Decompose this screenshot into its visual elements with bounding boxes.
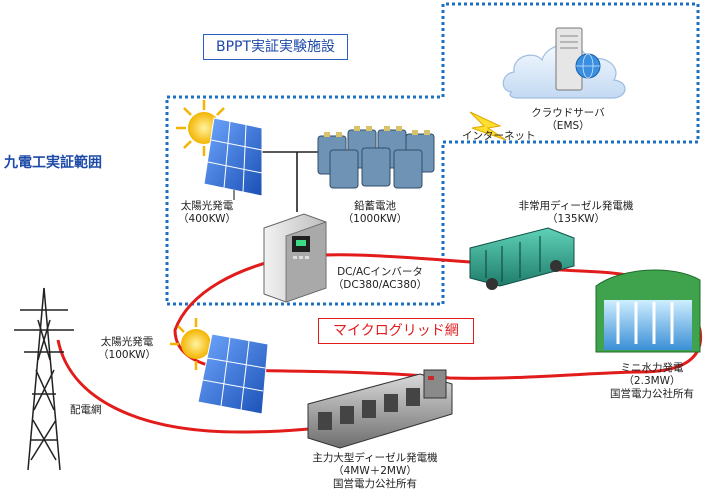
battery-bank-icon <box>317 126 435 189</box>
hydro-dam-icon <box>595 269 701 353</box>
emergency-diesel-icon <box>469 227 575 290</box>
main-diesel-label: 主力大型ディーゼル発電機 （4MW＋2MW） 国営電力公社所有 <box>312 452 438 490</box>
cloud-server-icon <box>502 27 626 99</box>
scope-boundary <box>165 2 700 306</box>
lightning-icon <box>469 111 507 141</box>
emergency-diesel-label: 非常用ディーゼル発電機 （135KW） <box>518 200 634 225</box>
solar-panel-small <box>197 333 269 415</box>
hydro-label: ミニ水力発電 （2.3MW） 国営電力公社所有 <box>610 362 694 400</box>
microgrid-label: マイクログリッド網 <box>318 318 474 344</box>
scope-label: 九電工実証範囲 <box>4 155 102 171</box>
inverter-icon <box>263 213 327 303</box>
solar-small-label: 太陽光発電 （100KW） <box>98 336 156 361</box>
battery-label: 鉛蓄電池 （1000KW） <box>342 200 408 225</box>
facility-title: BPPT実証実験施設 <box>203 34 349 60</box>
grid-label: 配電網 <box>70 404 102 416</box>
internet-label: インターネット <box>462 130 536 142</box>
dc-bus <box>260 151 318 212</box>
solar-panel-large <box>203 117 263 200</box>
transmission-tower-icon <box>14 287 74 471</box>
cloud-server-label: クラウドサーバ （EMS） <box>531 107 605 132</box>
solar-large-label: 太陽光発電 （400KW） <box>178 200 236 225</box>
inverter-label: DC/ACインバータ （DC380/AC380） <box>332 266 428 291</box>
main-diesel-icon <box>307 369 453 449</box>
